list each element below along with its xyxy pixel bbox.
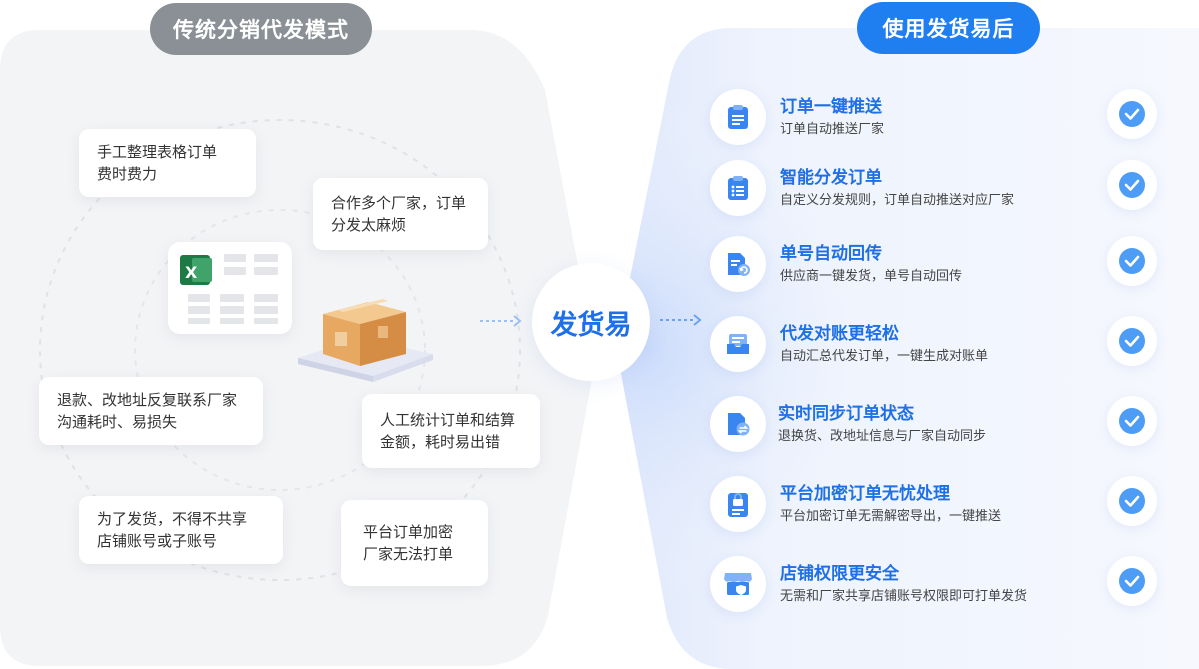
package-box-icon <box>298 299 433 382</box>
clipboard-icon <box>710 89 766 145</box>
arrow-right-icon <box>480 315 522 327</box>
feature-item: 智能分发订单 自定义分发规则，订单自动推送对应厂家 <box>710 160 1160 218</box>
feature-item: 单号自动回传 供应商一键发货，单号自动回传 <box>710 236 1160 294</box>
feature-item: 平台加密订单无忧处理 平台加密订单无需解密导出，一键推送 <box>710 476 1160 534</box>
check-circle-icon <box>1107 236 1157 286</box>
pain-point-card: 退款、改地址反复联系厂家 沟通耗时、易损失 <box>39 377 263 445</box>
feature-item: 实时同步订单状态 退换货、改地址信息与厂家自动同步 <box>710 396 1160 454</box>
store-shield-icon <box>710 556 766 612</box>
spreadsheet-illustration: X <box>168 242 292 334</box>
pain-point-card: 平台订单加密 厂家无法打单 <box>341 500 488 586</box>
check-circle-icon <box>1107 476 1157 526</box>
feature-item: 订单一键推送 订单自动推送厂家 <box>710 89 1160 147</box>
pain-point-card: 合作多个厂家，订单 分发太麻烦 <box>313 178 488 250</box>
traditional-mode-title: 传统分销代发模式 <box>150 3 372 55</box>
check-circle-icon <box>1107 89 1157 139</box>
document-sync-icon <box>710 396 766 452</box>
check-circle-icon <box>1107 396 1157 446</box>
feature-item: 代发对账更轻松 自动汇总代发订单，一键生成对账单 <box>710 316 1160 374</box>
feature-item: 店铺权限更安全 无需和厂家共享店铺账号权限即可打单发货 <box>710 556 1160 614</box>
pain-point-card: 为了发货，不得不共享 店铺账号或子账号 <box>79 496 283 564</box>
clipboard-list-icon <box>710 160 766 216</box>
excel-icon: X <box>180 254 278 324</box>
mail-tray-icon <box>710 316 766 372</box>
pain-point-card: 手工整理表格订单 费时费力 <box>79 129 256 197</box>
lock-document-icon <box>710 476 766 532</box>
document-return-icon <box>710 236 766 292</box>
arrow-right-icon <box>660 314 702 326</box>
svg-text:X: X <box>185 263 198 282</box>
check-circle-icon <box>1107 160 1157 210</box>
check-circle-icon <box>1107 316 1157 366</box>
check-circle-icon <box>1107 556 1157 606</box>
after-using-title: 使用发货易后 <box>857 2 1040 54</box>
pain-point-card: 人工统计订单和结算 金额，耗时易出错 <box>362 394 540 468</box>
fahuoyi-center-label: 发货易 <box>532 263 650 381</box>
